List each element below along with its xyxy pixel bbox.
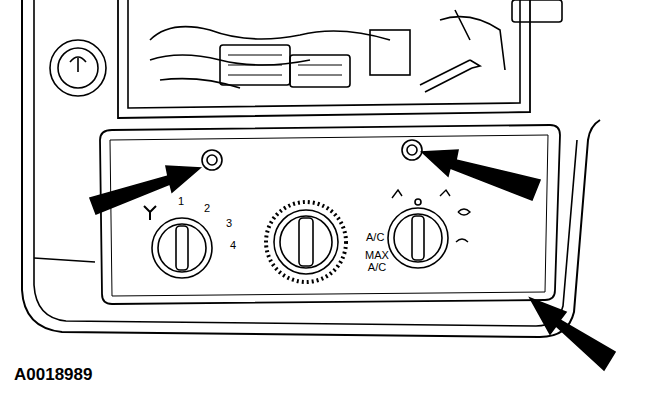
fan-speed-number: 1	[178, 196, 184, 208]
control-legend: MAX A/C	[360, 250, 394, 273]
fan-speed-number: 3	[226, 218, 232, 230]
fan-speed-number: 2	[204, 203, 210, 215]
figure-number: A0018989	[14, 366, 92, 384]
fan-speed-number: 4	[230, 240, 236, 252]
control-legend: A/C	[366, 232, 384, 244]
